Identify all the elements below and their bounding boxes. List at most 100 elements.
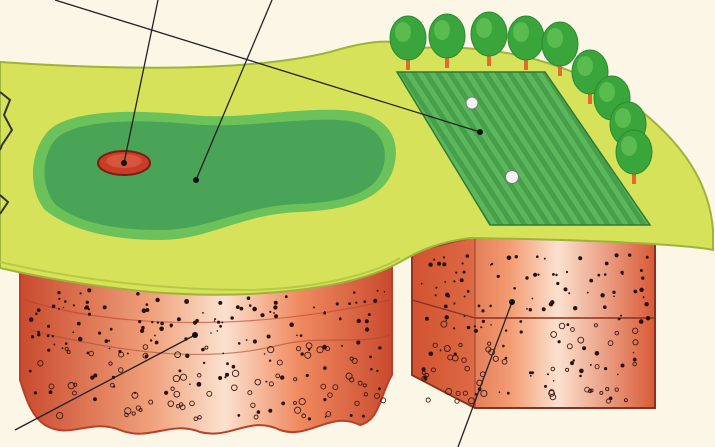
soil-particle [62, 347, 64, 349]
soil-particle [184, 299, 188, 303]
soil-particle [141, 326, 145, 330]
soil-particle [157, 321, 159, 323]
soil-particle [558, 340, 561, 343]
soil-particle [589, 279, 593, 283]
soil-particle [536, 255, 539, 258]
soil-particle [64, 300, 67, 303]
soil-particle [348, 302, 351, 305]
soil-particle [370, 368, 373, 371]
soil-particle [605, 262, 609, 266]
soil-particle [566, 271, 568, 273]
soil-particle [185, 354, 189, 358]
soil-particle [633, 358, 637, 362]
soil-particle [110, 328, 113, 331]
soil-particle [308, 417, 311, 420]
soil-particle [620, 271, 623, 274]
soil-particle [646, 316, 650, 320]
soil-particle [73, 304, 75, 306]
soil-particle [226, 362, 229, 365]
soil-particle [29, 370, 32, 373]
soil-particle [453, 280, 455, 282]
soil-particle [217, 321, 220, 324]
soil-particle [140, 329, 144, 333]
soil-particle [460, 278, 464, 282]
soil-particle [246, 339, 248, 341]
soil-particle [77, 322, 81, 326]
soil-particle [253, 339, 257, 343]
soil-particle [170, 324, 173, 327]
soil-particle [193, 321, 197, 325]
soil-particle [440, 349, 442, 351]
soil-particle [633, 352, 635, 354]
soil-particle [93, 397, 97, 401]
soil-particle [544, 385, 547, 388]
soil-particle [264, 353, 266, 355]
soil-particle [189, 383, 191, 385]
soil-particle [274, 314, 278, 318]
pointer-dot-icon [509, 299, 515, 305]
soil-particle [376, 370, 378, 372]
soil-particle [363, 300, 366, 303]
soil-particle [47, 334, 50, 337]
soil-particle [353, 291, 356, 294]
soil-particle [643, 296, 645, 298]
soil-particle [634, 290, 638, 294]
soil-particle [37, 308, 41, 312]
soil-particle [323, 398, 326, 401]
soil-particle [466, 254, 470, 258]
soil-particle [618, 318, 621, 321]
soil-particle [595, 351, 600, 356]
soil-particle [49, 390, 53, 394]
soil-particle [109, 348, 111, 350]
soil-particle [555, 274, 557, 276]
soil-particle [247, 296, 251, 300]
soil-particle [164, 391, 168, 395]
soil-particle [221, 322, 223, 324]
soil-particle [78, 337, 83, 342]
soil-particle [151, 321, 153, 323]
soil-particle [31, 335, 34, 338]
soil-particle [604, 367, 607, 370]
soil-particle [615, 253, 619, 257]
soil-particle [146, 303, 149, 306]
soil-particle [127, 353, 129, 355]
soil-particle [482, 320, 485, 323]
soil-particle [646, 256, 649, 259]
soil-particle [639, 319, 644, 324]
soil-particle [325, 416, 327, 418]
soil-particle [513, 287, 516, 290]
soil-particle [63, 307, 65, 309]
soil-particle [323, 366, 327, 370]
soil-particle [480, 326, 482, 328]
soil-particle [549, 302, 554, 307]
soil-particle [644, 302, 648, 306]
pointer-dot-icon [121, 160, 127, 166]
soil-particle [641, 276, 644, 279]
soil-particle [98, 332, 101, 335]
soil-particle [300, 334, 303, 337]
soil-particle [154, 335, 156, 337]
soil-particle [603, 305, 607, 309]
soil-particle [240, 307, 244, 311]
soil-particle [582, 346, 586, 350]
soil-particle [160, 322, 164, 326]
soil-particle [214, 318, 216, 320]
soil-particle [88, 313, 91, 316]
soil-particle [490, 264, 492, 266]
soil-particle [265, 381, 267, 383]
soil-particle [145, 355, 149, 359]
soil-particle [526, 308, 528, 310]
soil-particle [515, 255, 518, 258]
soil-particle [474, 329, 478, 333]
soil-particle [52, 335, 54, 337]
soil-particle [542, 307, 546, 311]
pointer-dot-icon [193, 177, 199, 183]
soil-particle [368, 313, 371, 316]
soil-particle [578, 256, 582, 260]
soil-particle [463, 271, 466, 274]
soil-particle [497, 275, 500, 278]
soil-particle [47, 325, 50, 328]
soil-particle [105, 339, 109, 343]
soil-particle [455, 272, 457, 274]
soil-particle [150, 339, 152, 341]
